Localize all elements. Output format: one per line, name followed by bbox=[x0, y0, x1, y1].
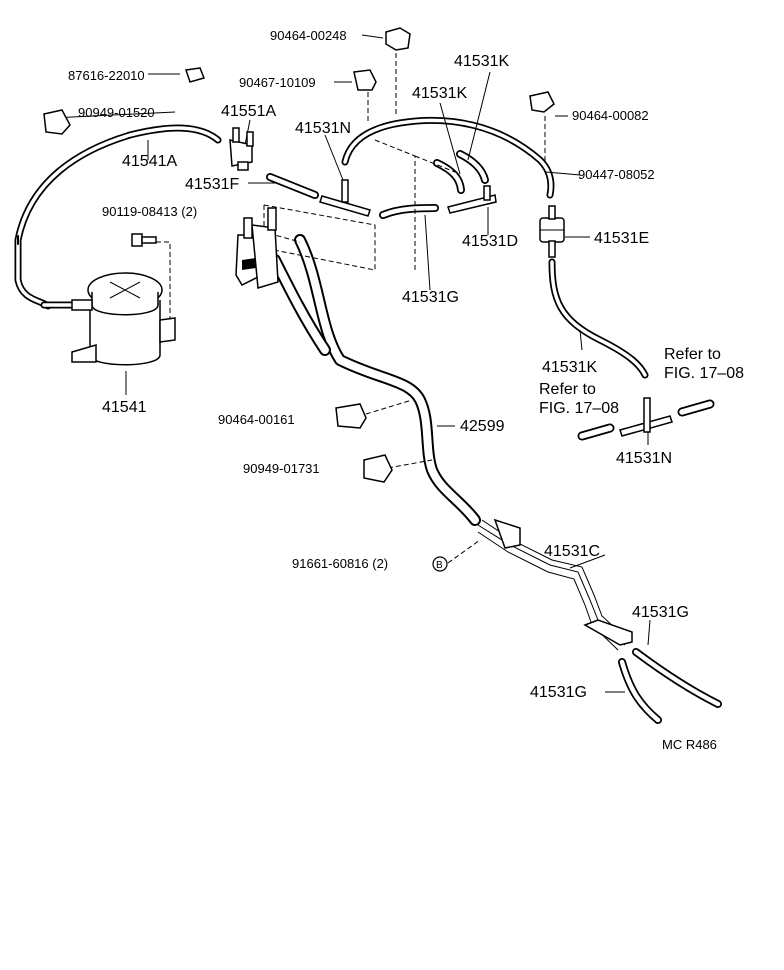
clip-icon bbox=[43, 109, 71, 135]
pipe-41531C bbox=[477, 518, 633, 651]
label-90119-08413: 90119-08413 (2) bbox=[102, 204, 197, 219]
hose-41531F bbox=[266, 173, 319, 199]
hoses-refer-fig bbox=[577, 399, 715, 441]
label-41531K-a: 41531K bbox=[454, 53, 509, 70]
label-41531E: 41531E bbox=[594, 230, 649, 247]
label-42599: 42599 bbox=[460, 418, 505, 435]
label-41531N-a: 41531N bbox=[295, 120, 351, 137]
label-91661-60816: 91661-60816 (2) bbox=[292, 556, 388, 571]
hose-41531G-lower-left bbox=[618, 658, 662, 724]
circle-b-icon: B bbox=[432, 556, 448, 572]
label-41531G-b: 41531G bbox=[632, 604, 689, 621]
diagram-code: MC R486 bbox=[662, 737, 717, 752]
bolt-icon bbox=[131, 233, 157, 247]
clamp-icon bbox=[185, 67, 206, 83]
ref-b-line1: Refer to bbox=[539, 381, 596, 398]
label-41531C: 41531C bbox=[544, 543, 600, 560]
filter-41531E bbox=[539, 205, 565, 258]
clamp-icon bbox=[529, 91, 555, 113]
label-41531F: 41531F bbox=[185, 176, 239, 193]
label-41531G-c: 41531G bbox=[530, 684, 587, 701]
clamp-icon bbox=[353, 69, 377, 91]
ref-a-line1: Refer to bbox=[664, 346, 721, 363]
tee-41531D bbox=[447, 185, 497, 214]
label-90464-00082: 90464-00082 bbox=[572, 108, 649, 123]
tee-41531N-upper bbox=[319, 179, 371, 217]
label-90949-01520: 90949-01520 bbox=[78, 105, 155, 120]
label-41531D: 41531D bbox=[462, 233, 518, 250]
label-90467-10109: 90467-10109 bbox=[239, 75, 316, 90]
label-90949-01731: 90949-01731 bbox=[243, 461, 320, 476]
label-41531K-c: 41531K bbox=[542, 359, 597, 376]
clamp-icons bbox=[43, 27, 555, 483]
label-87616-22010: 87616-22010 bbox=[68, 68, 145, 83]
vsv-assembly bbox=[235, 207, 279, 289]
hose-41531G-lower-right bbox=[632, 648, 722, 708]
canister-41541 bbox=[71, 272, 176, 366]
ref-a-line2: FIG. 17–08 bbox=[664, 365, 744, 382]
label-90464-00161: 90464-00161 bbox=[218, 412, 295, 427]
ref-b-line2: FIG. 17–08 bbox=[539, 400, 619, 417]
label-41531N-b: 41531N bbox=[616, 450, 672, 467]
clamp-icon bbox=[335, 403, 367, 429]
hose-41541A bbox=[14, 124, 222, 310]
hose-41531G-upper bbox=[379, 204, 439, 219]
label-90447-08052: 90447-08052 bbox=[578, 167, 655, 182]
bracket-icon bbox=[493, 518, 521, 549]
hose-41531K-long bbox=[341, 116, 555, 199]
label-41551A: 41551A bbox=[221, 103, 276, 120]
clip-icon bbox=[363, 454, 393, 483]
clamp-icon bbox=[385, 27, 411, 51]
label-41531K-b: 41531K bbox=[412, 85, 467, 102]
label-90464-00248: 90464-00248 bbox=[270, 28, 347, 43]
leader-lines bbox=[51, 34, 651, 693]
part-labels: 90464-00248 41531K 87616-22010 90467-101… bbox=[68, 28, 744, 752]
label-41541A: 41541A bbox=[122, 153, 177, 170]
label-41541: 41541 bbox=[102, 399, 147, 416]
tee-41531N-lower bbox=[619, 397, 673, 437]
hose-42599 bbox=[269, 234, 481, 526]
circle-b-label: B bbox=[436, 560, 443, 571]
vsv-41551A bbox=[229, 127, 254, 171]
hose-41531K-short bbox=[433, 150, 489, 194]
hose-41531K-right bbox=[548, 258, 649, 379]
label-41531G-a: 41531G bbox=[402, 289, 459, 306]
